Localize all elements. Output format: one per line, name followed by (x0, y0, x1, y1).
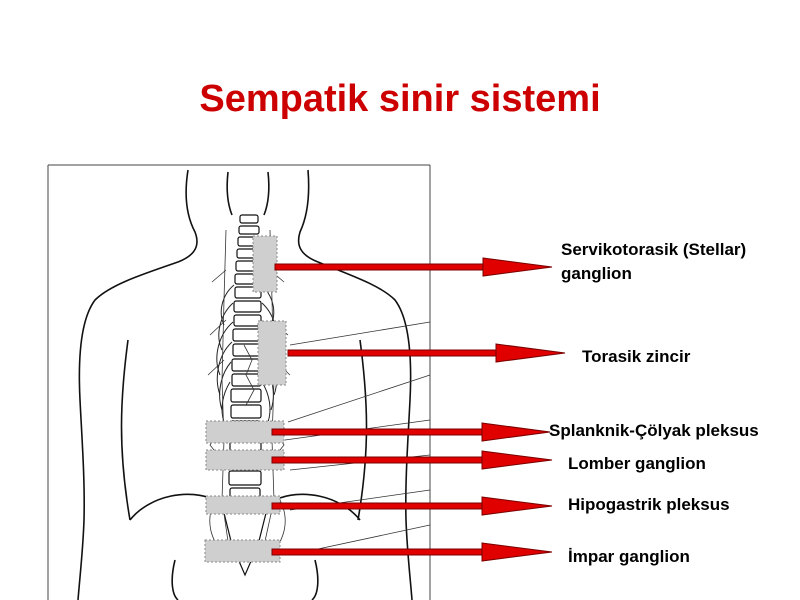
slide-title: Sempatik sinir sistemi (199, 78, 601, 120)
arrow-splanknik (271, 422, 551, 442)
arrow-torasik (287, 343, 566, 363)
label-servikotorasik-line1: Servikotorasik (Stellar) (561, 240, 747, 259)
ganglion-regions (204, 235, 287, 563)
label-impar-ganglion: İmpar ganglion (568, 547, 690, 566)
label-torasik-zincir: Torasik zincir (582, 347, 691, 366)
arrow-impar (271, 542, 553, 562)
label-hipogastrik-pleksus: Hipogastrik pleksus (568, 495, 730, 514)
label-lomber-ganglion: Lomber ganglion (568, 454, 706, 473)
arrow-servikotorasik (274, 257, 553, 277)
arrow-hipogastrik (271, 496, 553, 516)
label-splanknik-colyak: Splanknik-Çölyak pleksus (549, 421, 759, 440)
label-servikotorasik: Servikotorasik (Stellar) ganglion (561, 238, 746, 286)
body-outline (77, 169, 413, 600)
label-arrows (271, 257, 566, 562)
arrow-lomber (271, 450, 553, 470)
label-servikotorasik-line2: ganglion (561, 264, 632, 283)
